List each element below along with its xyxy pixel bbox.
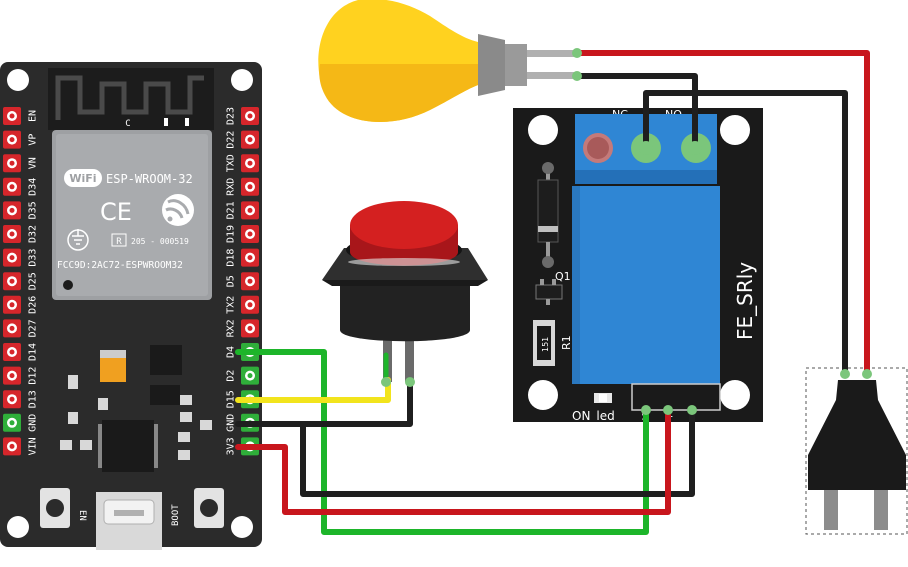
wire-yellow-d15-button <box>235 377 391 403</box>
left-pin-label: VP <box>28 134 39 146</box>
right-pin-label: TX2 <box>226 296 237 314</box>
left-pin-label: EN <box>28 110 39 122</box>
relay-module: NC NO FE_SRly Q1 1 <box>513 108 763 423</box>
r-mark: R <box>116 237 122 247</box>
left-pin-gnd[interactable] <box>3 413 21 432</box>
right-pin-label: D19 <box>226 225 237 243</box>
right-pin-label: RX2 <box>226 319 237 337</box>
wifi-logo: WiFi <box>64 169 102 187</box>
relay-name: FE_SRly <box>733 262 757 340</box>
left-pin-d12[interactable] <box>3 366 21 385</box>
ground-symbol-icon <box>67 229 89 251</box>
resistor-label: R1 <box>560 335 573 350</box>
light-bulb <box>318 0 577 122</box>
connection-dots <box>381 48 872 415</box>
left-pin-vn[interactable] <box>3 154 21 173</box>
relay-body <box>572 186 720 384</box>
left-pin-vp[interactable] <box>3 130 21 149</box>
right-pin-label: 3V3 <box>226 437 237 455</box>
right-pin-label: D23 <box>226 107 237 125</box>
wire-black-relay-to-plug <box>643 90 848 377</box>
left-pin-label: D12 <box>28 367 39 385</box>
right-pin-label: D4 <box>226 346 237 358</box>
left-pin-label: D14 <box>28 343 39 361</box>
wire-black-gnd-relay <box>300 407 695 497</box>
left-pin-d25[interactable] <box>3 272 21 291</box>
left-pin-d27[interactable] <box>3 319 21 338</box>
left-pin-label: D25 <box>28 272 39 290</box>
left-pin-label: VN <box>28 157 39 169</box>
right-pin-rx2[interactable] <box>241 319 259 338</box>
resistor-code: 151 <box>541 337 550 352</box>
left-pin-label: D35 <box>28 201 39 219</box>
left-pin-label: GND <box>28 414 39 432</box>
left-pin-d35[interactable] <box>3 201 21 220</box>
left-pin-label: D33 <box>28 249 39 267</box>
right-pin-d2[interactable] <box>241 366 259 385</box>
right-pin-d19[interactable] <box>241 225 259 243</box>
wire-black-bulb-to-relay <box>574 73 698 151</box>
left-pin-label: D32 <box>28 225 39 243</box>
transistor-label: Q1 <box>555 270 571 283</box>
right-pin-label: D21 <box>226 201 237 219</box>
ac-plug <box>805 367 908 535</box>
right-pin-rxd[interactable] <box>241 177 259 196</box>
left-pin-d13[interactable] <box>3 390 21 409</box>
ce-mark: CE <box>100 198 132 226</box>
led-label: ON_led <box>572 409 615 423</box>
en-button[interactable] <box>40 488 70 528</box>
right-pin-label: D15 <box>226 390 237 408</box>
right-pin-d5[interactable] <box>241 272 259 291</box>
right-pin-label: RXD <box>226 178 237 196</box>
left-pin-d26[interactable] <box>3 295 21 314</box>
push-button[interactable] <box>322 201 488 382</box>
left-pin-d34[interactable] <box>3 177 21 196</box>
wires <box>235 50 870 535</box>
left-pin-label: D26 <box>28 296 39 314</box>
right-pin-d18[interactable] <box>241 248 259 267</box>
right-pin-d23[interactable] <box>241 107 259 125</box>
espressif-logo <box>162 194 194 226</box>
cert-number: 205 - 000519 <box>131 237 189 246</box>
left-pin-d14[interactable] <box>3 343 21 361</box>
wire-black-gnd-button <box>235 377 413 427</box>
right-pin-d21[interactable] <box>241 201 259 220</box>
left-pin-d33[interactable] <box>3 248 21 267</box>
wifi-badge: WiFi <box>69 172 96 185</box>
left-pin-en[interactable] <box>3 107 21 125</box>
wire-red-3v3-relay <box>235 407 671 515</box>
boot-button[interactable] <box>194 488 224 528</box>
esp32-board: C WiFi ESP-WROOM-32 CE R 205 - 000519 FC… <box>0 62 262 550</box>
left-pin-vin[interactable] <box>3 437 21 456</box>
wire-red-bulb-to-plug <box>574 50 870 377</box>
right-pin-tx2[interactable] <box>241 295 259 314</box>
fcc-id: FCC9D:2AC72-ESPWROOM32 <box>57 260 183 271</box>
usb-port <box>96 492 162 550</box>
left-pin-d32[interactable] <box>3 225 21 243</box>
shield-letter: C <box>125 119 130 129</box>
en-button-label: EN <box>77 510 87 521</box>
right-pin-label: D18 <box>226 249 237 267</box>
right-pin-label: D22 <box>226 131 237 149</box>
left-pin-label: D13 <box>28 390 39 408</box>
module-name: ESP-WROOM-32 <box>106 172 193 186</box>
right-pin-d22[interactable] <box>241 130 259 149</box>
left-pin-label: VIN <box>28 437 39 455</box>
right-pin-label: D5 <box>226 275 237 287</box>
right-pin-label: TXD <box>226 154 237 172</box>
boot-button-label: BOOT <box>171 504 181 526</box>
left-pin-label: D27 <box>28 319 39 337</box>
right-pin-label: D2 <box>226 370 237 382</box>
right-pin-txd[interactable] <box>241 154 259 173</box>
right-pin-label: GND <box>226 414 237 432</box>
left-pin-label: D34 <box>28 178 39 196</box>
